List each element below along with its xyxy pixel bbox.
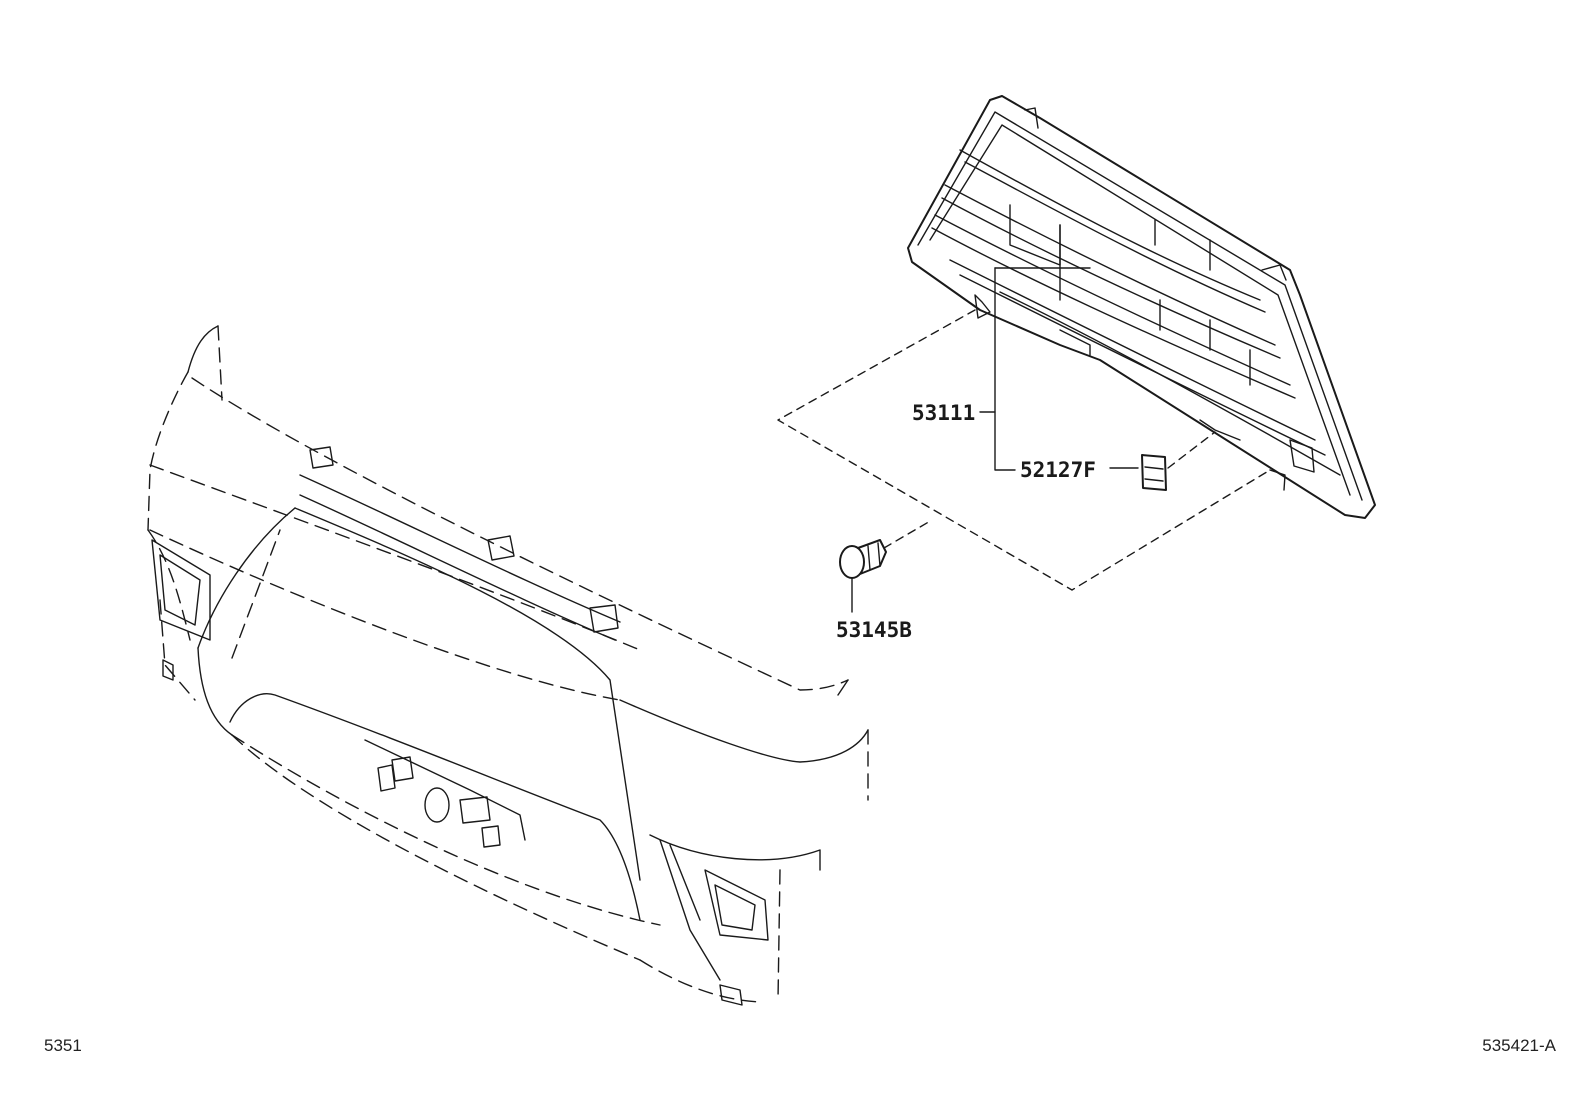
front-bumper-phantom bbox=[147, 325, 869, 1006]
callout-leaders bbox=[851, 267, 1139, 613]
label-emblem-part-number: 52127F bbox=[1020, 458, 1096, 482]
retainer-clip bbox=[839, 539, 887, 579]
grille-slats bbox=[931, 149, 1341, 476]
label-grille-part-number: 53111 bbox=[912, 401, 975, 425]
page-code: 5351 bbox=[44, 1036, 82, 1055]
label-clip-part-number: 53145B bbox=[836, 618, 912, 642]
diagram-code: 535421-A bbox=[1482, 1036, 1556, 1055]
radiator-grille bbox=[907, 95, 1376, 519]
installation-lines bbox=[777, 309, 1271, 591]
emblem-plate bbox=[1141, 454, 1167, 491]
